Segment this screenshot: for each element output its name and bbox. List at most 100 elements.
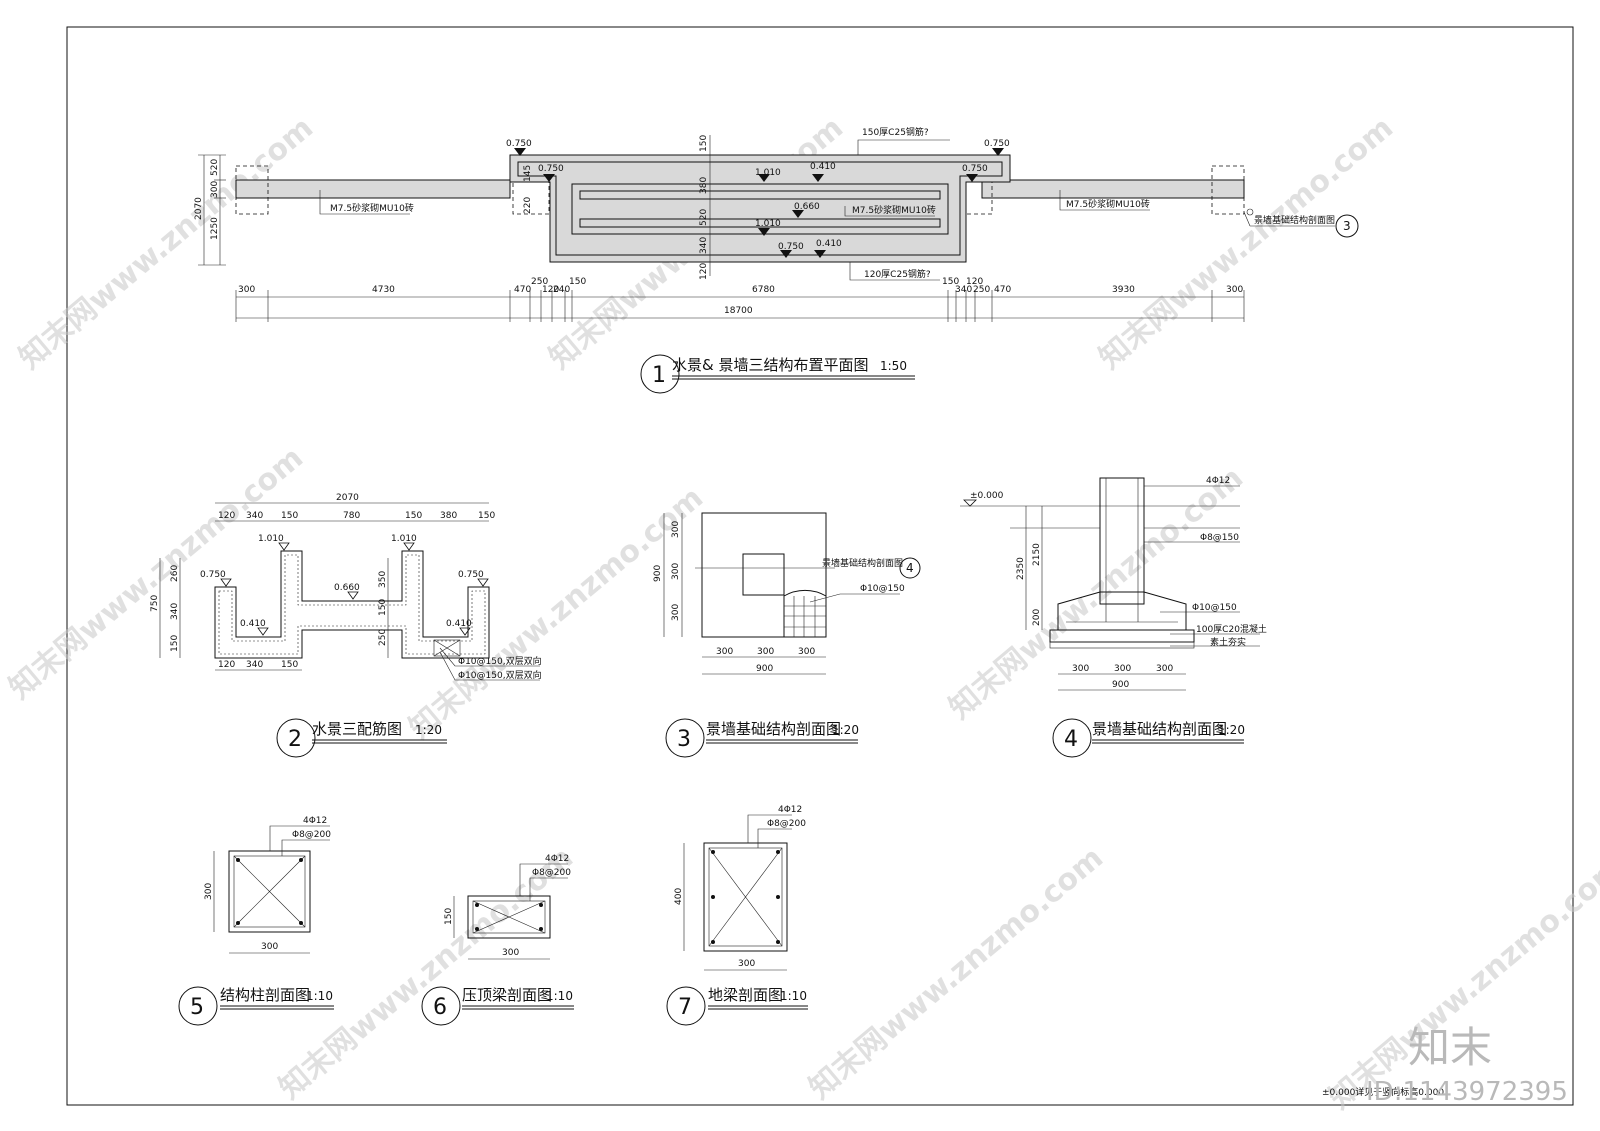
d2-dim-t5: 380 xyxy=(440,511,457,521)
dim-b-9: 340 xyxy=(955,285,972,295)
footer-note: ±0.000详见于竖向标高0.000 xyxy=(1322,1086,1444,1098)
d2-dim-total: 2070 xyxy=(336,493,359,503)
watermark-8: 知末网www.znzmo.com xyxy=(803,840,1110,1106)
d2-dim-t1: 340 xyxy=(246,511,263,521)
inner-channel-top xyxy=(579,190,941,200)
left-brick-wall xyxy=(235,179,511,199)
dim-b-6: 150 xyxy=(569,277,586,287)
column-box-right xyxy=(1211,165,1245,215)
d2-dim-t3: 780 xyxy=(343,511,360,521)
d2-dim-r0: 350 xyxy=(378,571,388,588)
d2-elev-4: 1.010 xyxy=(391,534,417,544)
d6-rebar-stirrup: Φ8@200 xyxy=(532,868,571,878)
sheet-border xyxy=(66,26,1574,1106)
elev-6: 0.410 xyxy=(810,162,836,172)
d5-dim-h: 300 xyxy=(204,883,214,900)
d4-concrete: 100厚C20混凝土 xyxy=(1196,623,1267,635)
d4-dim-b0: 300 xyxy=(1072,664,1089,674)
dim-left-3: 1250 xyxy=(210,217,220,240)
d2-dim-l1: 340 xyxy=(170,603,180,620)
d5-rebar-stirrup: Φ8@200 xyxy=(292,830,331,840)
drawing-2-scale: 1:20 xyxy=(415,723,442,737)
d7-dim-w: 300 xyxy=(738,959,755,969)
basin-section-outline xyxy=(214,550,490,659)
right-brick-wall xyxy=(981,179,1245,199)
dim-center-4: 340 xyxy=(699,237,709,254)
drawing-1-plan: 0.750 0.750 0.750 0.750 1.010 0.410 0.66… xyxy=(194,126,1359,394)
d4-dim-b1: 300 xyxy=(1114,664,1131,674)
drawing-3-title: 景墙基础结构剖面图 xyxy=(706,720,841,738)
dim-center-2: 380 xyxy=(699,177,709,194)
drawing-1-number: 1 xyxy=(652,363,666,388)
dim-center-6: 220 xyxy=(523,197,533,214)
d3-ref-num: 4 xyxy=(906,561,914,575)
drawing-7-number: 7 xyxy=(678,995,692,1020)
dim-b-13: 3930 xyxy=(1112,285,1135,295)
dim-left-1: 520 xyxy=(210,159,220,176)
d4-dim-l1: 2150 xyxy=(1032,543,1042,566)
elev-10: 0.410 xyxy=(816,239,842,249)
dim-center-1: 150 xyxy=(699,135,709,152)
d2-dim-r1: 150 xyxy=(378,599,388,616)
inner-basin xyxy=(571,183,949,235)
dim-b-14: 300 xyxy=(1226,285,1243,295)
note-wall-left: M7.5砂浆砌MU10砖 xyxy=(330,202,414,214)
drawing-4-title: 景墙基础结构剖面图 xyxy=(1092,720,1227,738)
d3-dim-l0: 300 xyxy=(671,521,681,538)
d3-dim-l3: 900 xyxy=(653,565,663,582)
drawing-6-coping-beam: 4Φ12 Φ8@200 150 300 6 压顶梁剖面图 1:10 xyxy=(421,854,574,1026)
drawing-5-title: 结构柱剖面图 xyxy=(220,986,310,1004)
foundation-square xyxy=(701,512,827,638)
dim-b-3: 250 xyxy=(531,277,548,287)
d4-rebar-stirrup: Φ8@150 xyxy=(1200,533,1239,543)
d3-dim-b2: 300 xyxy=(798,647,815,657)
note-wall-right: M7.5砂浆砌MU10砖 xyxy=(1066,198,1150,210)
d6-dim-h: 150 xyxy=(444,908,454,925)
elev-5: 1.010 xyxy=(755,168,781,178)
elev-9: 0.750 xyxy=(778,242,804,252)
note-section-ref: 景墙基础结构剖面图 xyxy=(1254,214,1335,226)
image-id-text: ID:1143972395 xyxy=(1366,1077,1568,1107)
dim-b-0: 300 xyxy=(238,285,255,295)
drawing-1-number-circle xyxy=(640,354,680,394)
drawing-5-number: 5 xyxy=(190,995,204,1020)
note-wall-mid: M7.5砂浆砌MU10砖 xyxy=(852,204,936,216)
dim-center-5: 120 xyxy=(699,263,709,280)
drawing-3-number: 3 xyxy=(677,727,691,752)
dim-left-total: 2070 xyxy=(194,197,204,220)
d2-dim-t4: 150 xyxy=(405,511,422,521)
elev-1: 0.750 xyxy=(506,139,532,149)
wall-column xyxy=(1099,477,1145,605)
d3-dim-b1: 300 xyxy=(757,647,774,657)
d2-dim-b2: 150 xyxy=(281,660,298,670)
d4-dim-b2: 300 xyxy=(1156,664,1173,674)
drawing-5-scale: 1:10 xyxy=(306,989,333,1003)
pool-outer-inner-edge xyxy=(517,161,1003,256)
dim-left-2: 300 xyxy=(210,181,220,198)
d3-dim-l2: 300 xyxy=(671,604,681,621)
d3-dim-total: 900 xyxy=(756,664,773,674)
brand-logo-text: 知末 xyxy=(1408,1023,1492,1072)
foundation-grid xyxy=(784,596,826,637)
d2-dim-r2: 250 xyxy=(378,629,388,646)
drawing-4-number: 4 xyxy=(1064,727,1078,752)
elev-7: 0.660 xyxy=(794,202,820,212)
d2-dim-t2: 150 xyxy=(281,511,298,521)
d7-rebar-main: 4Φ12 xyxy=(778,805,802,815)
d2-dim-b1: 340 xyxy=(246,660,263,670)
d2-dim-t0: 120 xyxy=(218,511,235,521)
note-bottom-slab: 120厚C25钢筋? xyxy=(864,268,931,280)
dim-labels: 300 4730 470 250 120 240 150 6780 150 34… xyxy=(238,277,1243,316)
rebar-line xyxy=(218,554,486,655)
drawing-3-foundation: 景墙基础结构剖面图 4 Φ10@150 300 300 300 900 300 … xyxy=(653,512,921,758)
drawing-2-number: 2 xyxy=(288,727,302,752)
drawing-4-wall-section: ±0.000 4Φ12 Φ8@150 Φ10@150 100厚C20混凝土 素土… xyxy=(960,476,1267,758)
d2-elev-2: 0.410 xyxy=(240,619,266,629)
watermark-3: 知末网www.znzmo.com xyxy=(1093,110,1400,376)
d2-elev-0: 0.750 xyxy=(200,570,226,580)
dim-b-8: 150 xyxy=(942,277,959,287)
drawing-7-title: 地梁剖面图 xyxy=(708,986,783,1004)
watermark-7: 知末网www.znzmo.com xyxy=(273,840,580,1106)
d2-dim-t6: 150 xyxy=(478,511,495,521)
drawing-6-scale: 1:10 xyxy=(546,989,573,1003)
